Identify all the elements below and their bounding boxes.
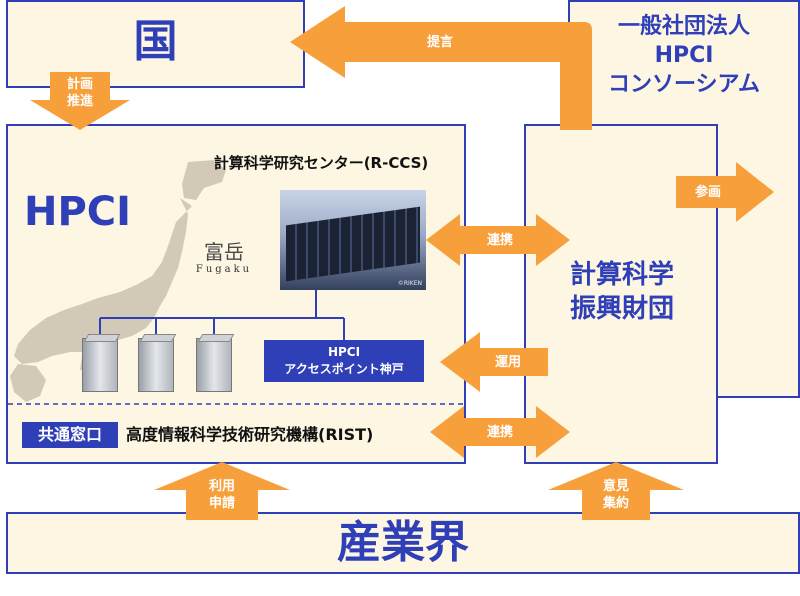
keikaku-arrow: [30, 72, 130, 130]
fuji-mark-icon: 富岳: [204, 240, 244, 264]
iken-line-1: 意見: [602, 479, 629, 494]
kuni-title: 国: [133, 16, 178, 67]
hpci-title: HPCI: [24, 189, 132, 235]
iken-label: 意見 集約: [586, 478, 646, 512]
renkei-bottom-label: 連携: [486, 425, 513, 440]
teigen-label: 提言: [426, 35, 453, 50]
hpci-box: [6, 124, 466, 464]
consortium-line-2: HPCI: [654, 43, 714, 68]
riyou-label: 利用 申請: [192, 478, 252, 512]
keikaku-line-2: 推進: [66, 94, 93, 109]
foundation-title: 計算科学 振興財団: [548, 258, 696, 326]
renkei-bottom-arrow: [430, 406, 570, 458]
sankaku-arrow: [676, 162, 774, 222]
riyou-arrow: [154, 462, 290, 520]
consortium-line-3: コンソーシアム: [607, 72, 761, 97]
keikaku-label: 計画 推進: [50, 76, 110, 110]
unyou-arrow: [440, 332, 548, 392]
common-window-badge: 共通窓口: [22, 422, 118, 448]
sankaku-label: 参画: [694, 185, 721, 200]
industry-title: 産業界: [337, 517, 469, 568]
foundation-line-1: 計算科学: [569, 260, 674, 290]
iken-arrow: [548, 462, 684, 520]
japan-map: [10, 160, 226, 402]
consortium-title: 一般社団法人 HPCI コンソーシアム: [572, 12, 796, 99]
foundation-line-2: 振興財団: [569, 294, 674, 324]
rist-label: 高度情報科学技術研究機構(RIST): [126, 425, 374, 444]
rccs-label: 計算科学研究センター(R-CCS): [213, 154, 429, 172]
consortium-line-1: 一般社団法人: [617, 14, 750, 39]
fugaku-logo: 富岳 Fugaku: [190, 240, 258, 288]
connection-lines: [99, 290, 345, 340]
iken-line-2: 集約: [602, 496, 629, 511]
unyou-label: 運用: [494, 355, 521, 370]
fugaku-wordmark: Fugaku: [195, 264, 253, 275]
renkei-top-arrow: [426, 214, 570, 266]
server-2-icon: [138, 334, 177, 392]
industry-box: [6, 512, 800, 574]
keikaku-line-1: 計画: [66, 77, 93, 92]
photo-credit: ©RIKEN: [397, 280, 422, 287]
access-point-line-1: HPCI: [327, 345, 361, 359]
hpci-access-point: HPCI アクセスポイント神戸: [264, 340, 424, 382]
server-3-icon: [196, 334, 235, 392]
supercomputer-photo: ©RIKEN: [280, 190, 426, 290]
server-1-icon: [82, 334, 121, 392]
riyou-line-1: 利用: [208, 479, 235, 494]
riyou-line-2: 申請: [208, 496, 235, 511]
renkei-top-label: 連携: [486, 233, 513, 248]
access-point-line-2: アクセスポイント神戸: [284, 362, 404, 376]
teigen-arrow: [290, 6, 592, 130]
